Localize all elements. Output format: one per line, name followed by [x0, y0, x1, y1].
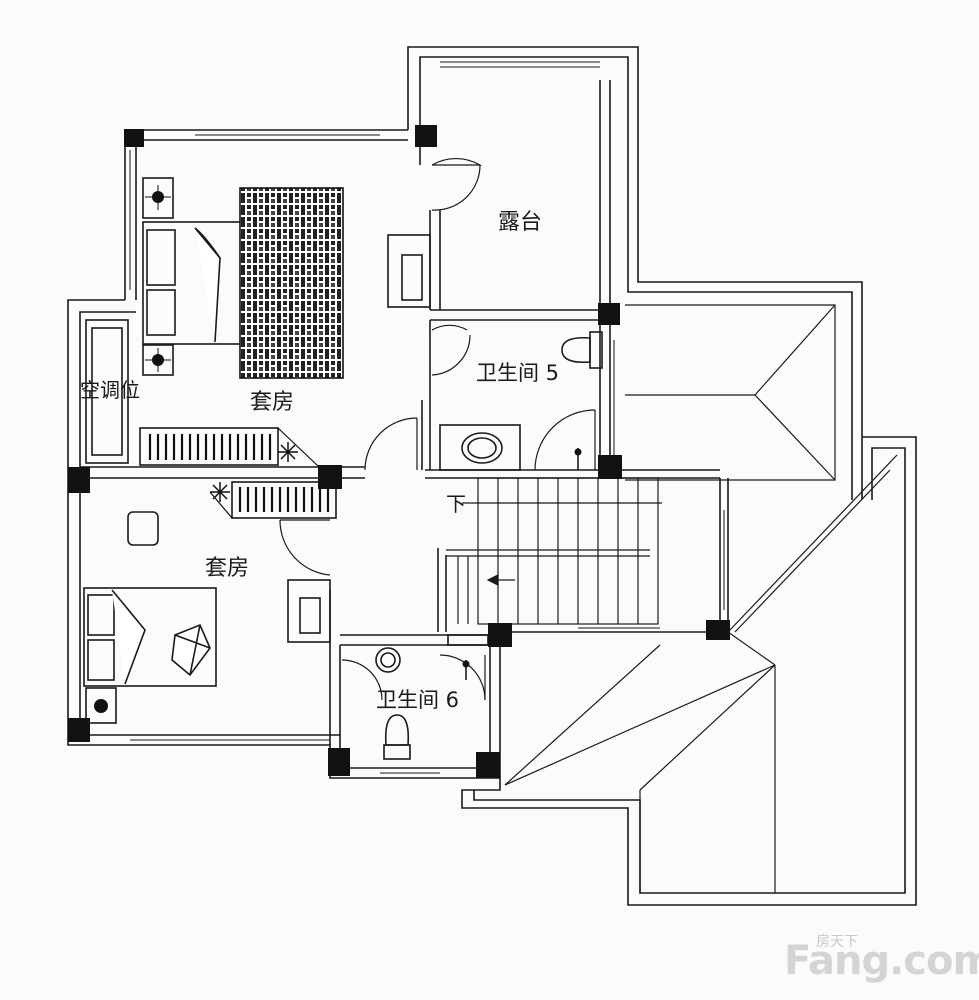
plant-diagonals [209, 427, 319, 519]
plant-icon [210, 442, 298, 502]
wardrobe-upper [139, 427, 279, 466]
label-suite-lower: 套房 [205, 556, 250, 581]
watermark-logo: Fang.com [784, 938, 979, 984]
label-suite-upper: 套房 [250, 390, 295, 415]
door-swings [279, 158, 596, 701]
interior-walls [80, 80, 729, 778]
bed-upper [142, 221, 279, 345]
staircase [446, 477, 662, 625]
wardrobe-lower [231, 481, 337, 519]
label-ac-position: 空调位 [80, 378, 140, 402]
wardrobe-hangers [148, 434, 330, 512]
ac-unit [85, 319, 129, 464]
nightstands [85, 177, 174, 724]
chair [127, 511, 159, 546]
lamp-crosshairs [145, 185, 171, 372]
windows [124, 56, 729, 779]
rug-upper [239, 187, 344, 379]
tv-cabinets [287, 234, 431, 643]
roof-lines [504, 304, 898, 893]
label-stairs-down: 下 [446, 492, 466, 516]
bed-lower [83, 587, 217, 687]
label-terrace: 露台 [498, 210, 543, 235]
watermark-cn: 房天下 [816, 934, 858, 950]
label-bath5: 卫生间 5 [476, 361, 560, 385]
bath5-fixtures [439, 331, 603, 471]
label-bath6: 卫生间 6 [376, 688, 460, 712]
structural-columns [68, 125, 730, 778]
